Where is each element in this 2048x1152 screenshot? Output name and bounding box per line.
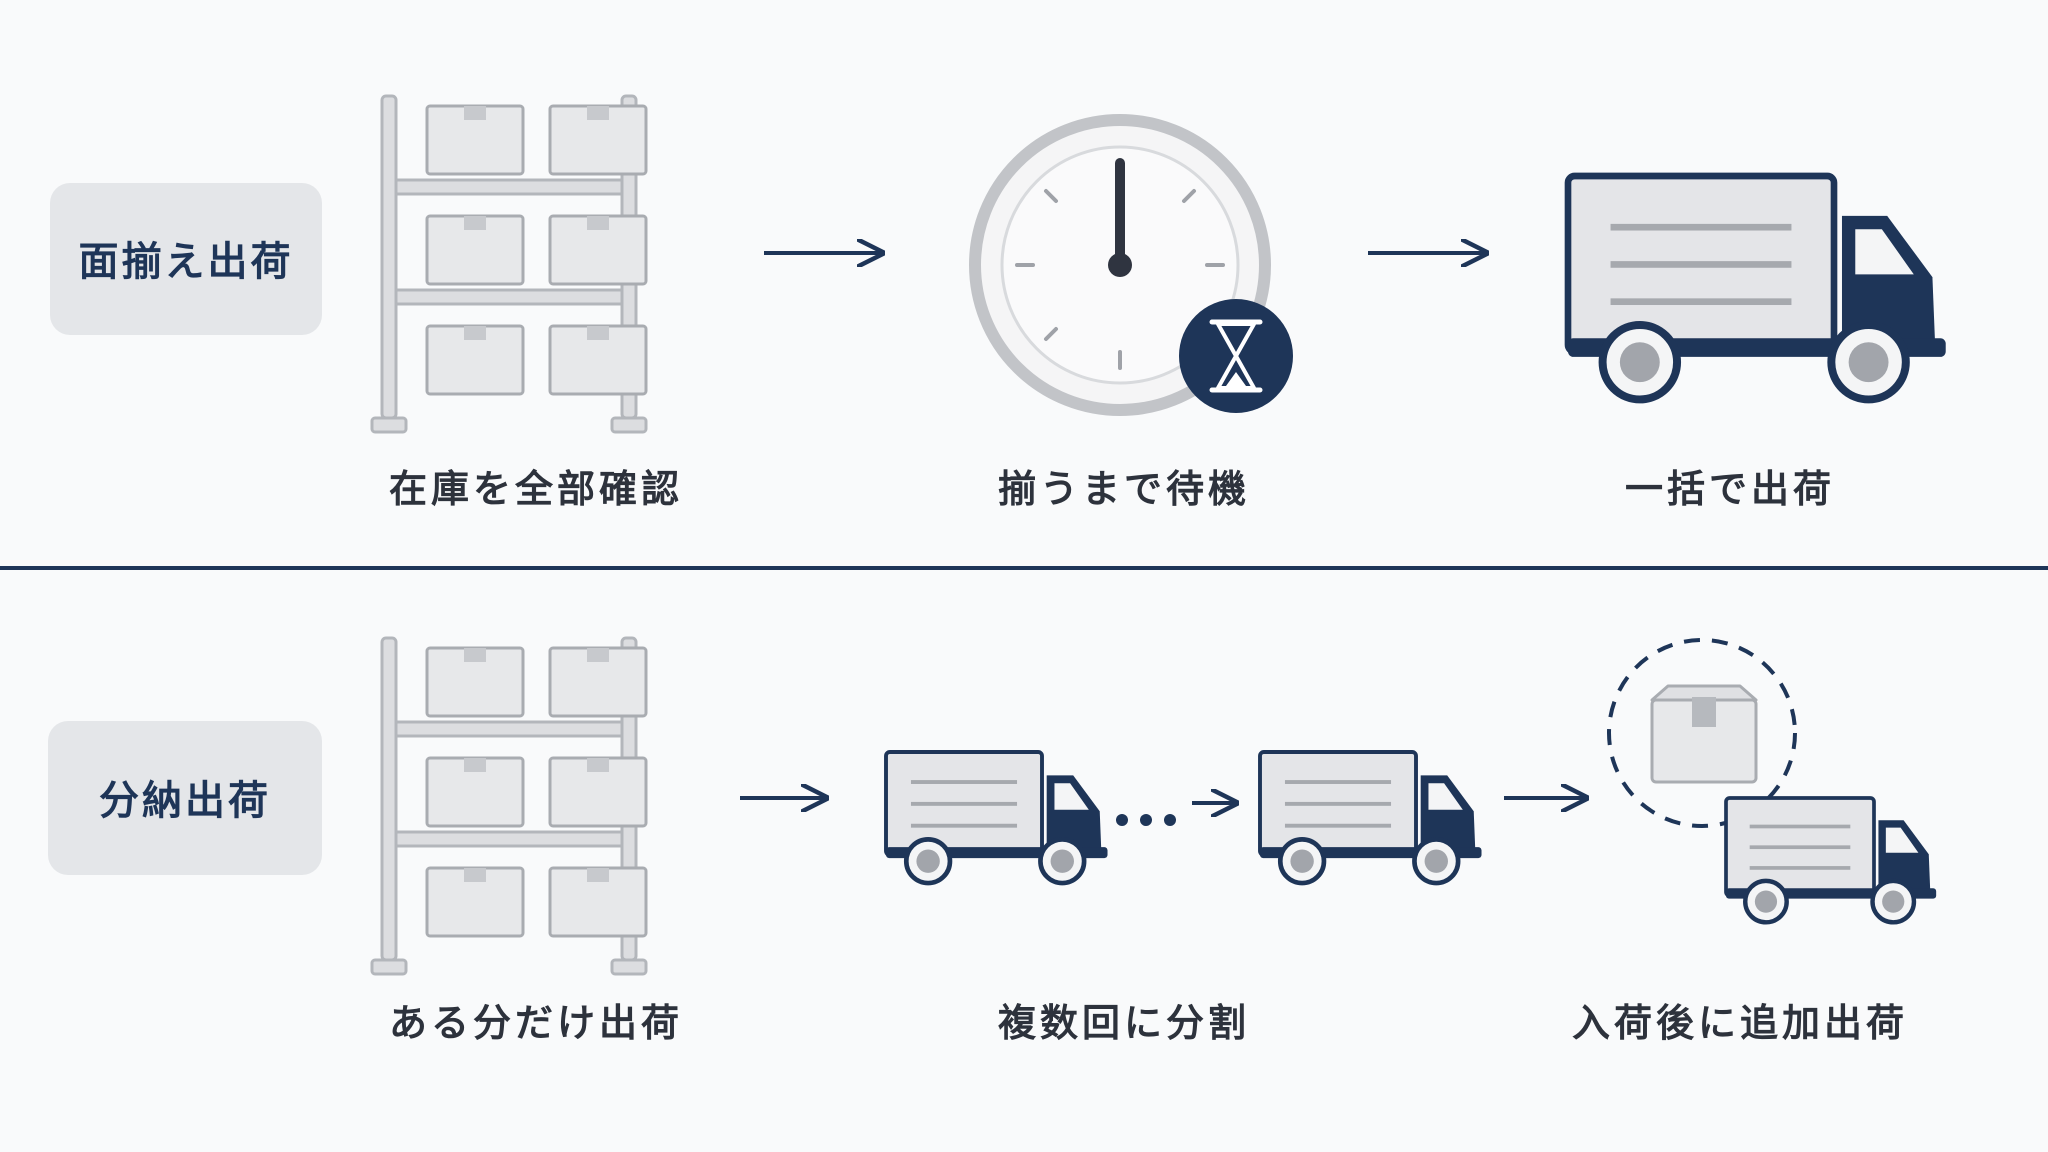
clock-hourglass-icon xyxy=(969,114,1293,416)
truck-icon xyxy=(1568,176,1946,399)
section-divider xyxy=(0,566,2048,570)
step-label: 一括で出荷 xyxy=(1625,467,1835,511)
step-label: 入荷後に追加出荷 xyxy=(1572,1001,1908,1045)
step-label: 揃うまで待機 xyxy=(998,467,1250,511)
step-label: 複数回に分割 xyxy=(998,1001,1250,1045)
ellipsis-icon xyxy=(1116,814,1176,826)
step-label: ある分だけ出荷 xyxy=(389,1001,683,1045)
bottom-flow-tag: 分納出荷 xyxy=(48,721,322,875)
package-icon xyxy=(1650,684,1758,784)
truck-icon xyxy=(886,752,1108,883)
hourglass-icon xyxy=(1179,299,1293,413)
package-truck-icon xyxy=(1607,638,1936,922)
truck-icon xyxy=(1726,798,1936,922)
truck-icon xyxy=(1260,752,1482,883)
top-flow-tag: 面揃え出荷 xyxy=(50,183,322,335)
bottom-flow: 分納出荷 ある分だけ出荷 複数回に分割 xyxy=(48,636,1936,1045)
top-flow: 面揃え出荷 在庫を全部確認 xyxy=(50,94,1946,511)
bottom-flow-tag-label: 分納出荷 xyxy=(99,778,271,824)
top-flow-tag-label: 面揃え出荷 xyxy=(79,239,294,285)
warehouse-shelf-icon xyxy=(370,636,648,976)
multiple-trucks-icon xyxy=(886,752,1482,883)
step-label: 在庫を全部確認 xyxy=(389,467,683,511)
warehouse-shelf-icon xyxy=(370,94,648,434)
